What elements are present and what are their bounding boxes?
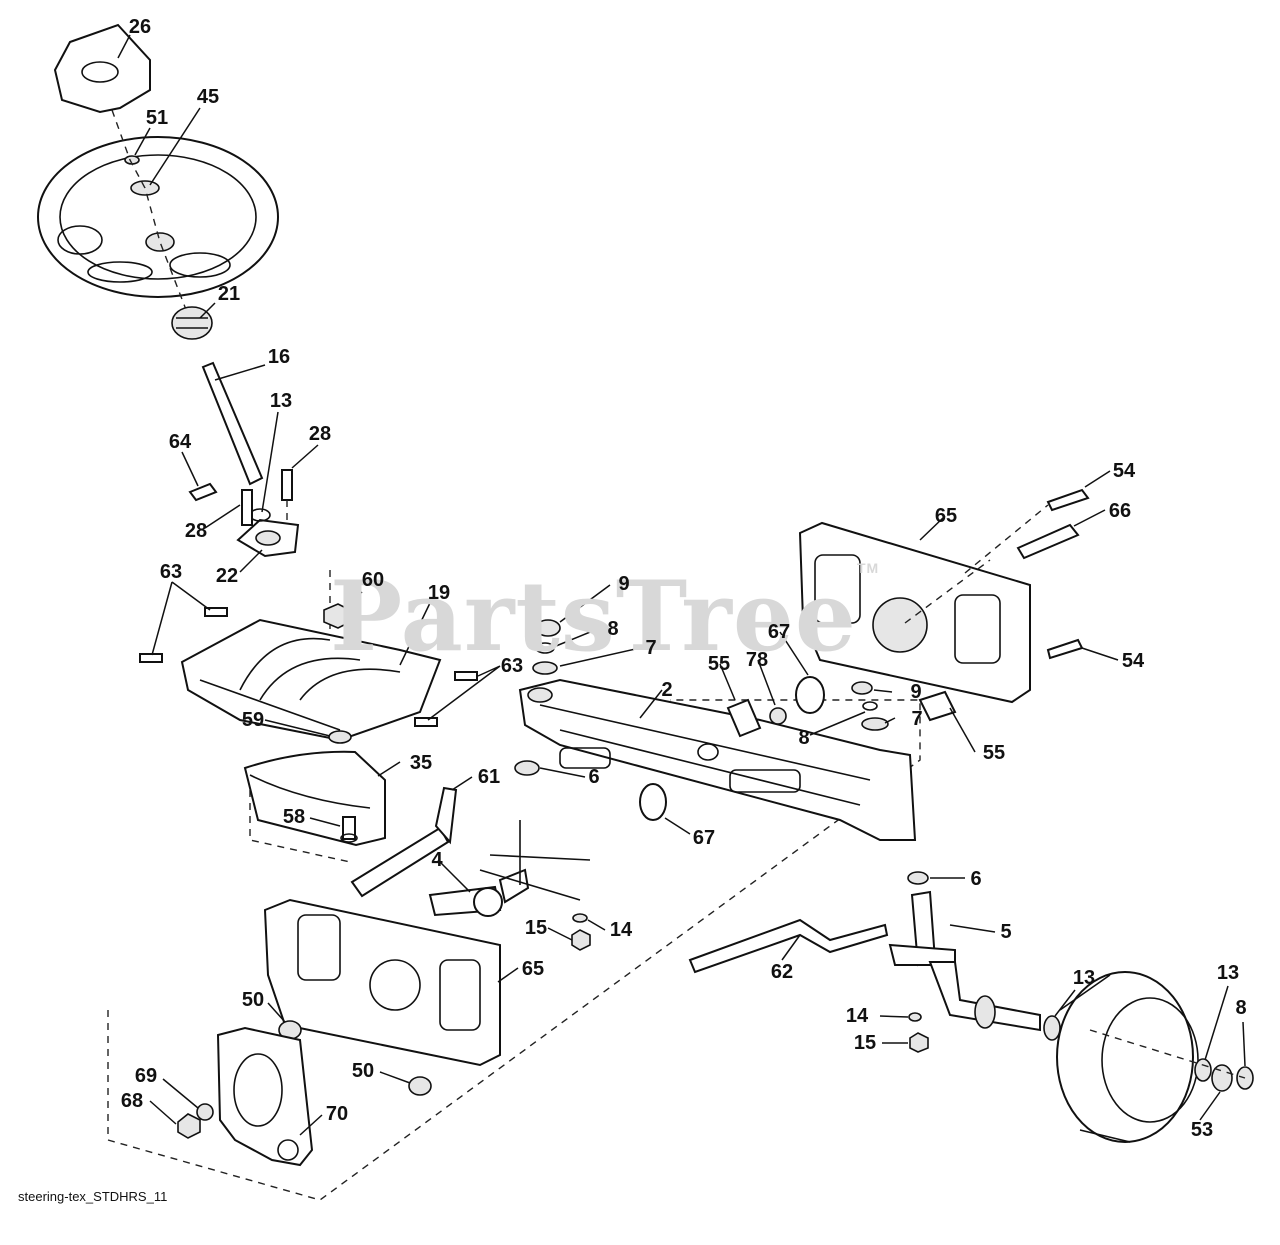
washer-7-right [861, 717, 889, 731]
steering-shaft-16 [201, 361, 264, 486]
washer-13 [1043, 1015, 1061, 1041]
nut-68 [177, 1113, 201, 1139]
callout-70[interactable]: 70 [325, 1103, 349, 1125]
callout-7-left[interactable]: 7 [645, 637, 657, 659]
callout-2[interactable]: 2 [661, 679, 673, 701]
steering-wheel-45 [37, 136, 279, 298]
ring-8-left [535, 642, 555, 654]
callout-7-right[interactable]: 7 [911, 708, 923, 730]
callout-59[interactable]: 59 [241, 709, 265, 731]
callout-45[interactable]: 45 [196, 86, 220, 108]
washer-6-right [907, 871, 929, 885]
washer-6-left [514, 760, 540, 776]
parts-tree-watermark: PartsTreeTM [330, 560, 879, 673]
callout-55-left[interactable]: 55 [707, 653, 731, 675]
bushing-55-right [918, 690, 957, 722]
callout-67-bottom[interactable]: 67 [692, 827, 716, 849]
pivot-67-bottom [639, 783, 667, 821]
callout-13-wheel[interactable]: 13 [1072, 967, 1096, 989]
callout-22[interactable]: 22 [215, 565, 239, 587]
mounting-plate-19 [180, 618, 442, 742]
callout-58[interactable]: 58 [282, 806, 306, 828]
callout-67-top[interactable]: 67 [767, 621, 791, 643]
callout-63-left[interactable]: 63 [159, 561, 183, 583]
steering-cap-26 [53, 23, 151, 114]
callout-28-top[interactable]: 28 [308, 423, 332, 445]
callout-65-right[interactable]: 65 [934, 505, 958, 527]
callout-14-left[interactable]: 14 [609, 919, 633, 941]
callout-9-left[interactable]: 9 [618, 573, 630, 595]
washer-7-left [532, 661, 558, 675]
drag-link-61 [350, 826, 450, 898]
callout-60[interactable]: 60 [361, 569, 385, 591]
nut-60 [323, 603, 351, 629]
callout-62[interactable]: 62 [770, 961, 794, 983]
callout-5[interactable]: 5 [1000, 921, 1012, 943]
callout-16[interactable]: 16 [267, 346, 291, 368]
callout-50-top[interactable]: 50 [241, 989, 265, 1011]
pin-64 [188, 482, 218, 502]
cap-9-right [851, 681, 873, 695]
pivot-67-top [795, 676, 825, 714]
callout-6-left[interactable]: 6 [588, 766, 600, 788]
watermark-text: PartsTree [330, 560, 857, 673]
washer-69 [196, 1103, 214, 1121]
front-wheel [1056, 971, 1194, 1143]
bolt-54-top [1046, 488, 1090, 512]
bolt-58 [342, 816, 356, 840]
nut-15-left [571, 929, 591, 951]
frame-panel-65-left [263, 898, 501, 1067]
assembly-outline [107, 699, 921, 1201]
callout-35[interactable]: 35 [409, 752, 433, 774]
spacer-78 [769, 707, 787, 725]
callout-21[interactable]: 21 [217, 283, 241, 305]
callout-15-left[interactable]: 15 [524, 917, 548, 939]
bolt-66 [1016, 523, 1080, 560]
bolt-54-bottom [1046, 638, 1084, 660]
callout-78[interactable]: 78 [745, 649, 769, 671]
callout-26[interactable]: 26 [128, 16, 152, 38]
callout-6-right[interactable]: 6 [970, 868, 982, 890]
callout-54-bottom[interactable]: 54 [1121, 650, 1145, 672]
washer-53 [1211, 1064, 1233, 1092]
ring-8-right [862, 701, 878, 711]
bushing-55-left [726, 698, 762, 738]
callout-8-hub[interactable]: 8 [1235, 997, 1247, 1019]
callout-63-right[interactable]: 63 [500, 655, 524, 677]
callout-68[interactable]: 68 [120, 1090, 144, 1112]
callout-8-left[interactable]: 8 [607, 618, 619, 640]
callout-51[interactable]: 51 [145, 107, 169, 129]
nut-15-right [909, 1032, 929, 1053]
callout-69[interactable]: 69 [134, 1065, 158, 1087]
watermark-mark: TM [856, 560, 880, 576]
callout-15-right[interactable]: 15 [853, 1032, 877, 1054]
callout-61[interactable]: 61 [477, 766, 501, 788]
callout-19[interactable]: 19 [427, 582, 451, 604]
callout-54-top[interactable]: 54 [1112, 460, 1136, 482]
washer-59 [328, 730, 352, 744]
callout-64[interactable]: 64 [168, 431, 192, 453]
diagram-caption: steering-tex_STDHRS_11 [18, 1189, 168, 1204]
callout-66[interactable]: 66 [1108, 500, 1132, 522]
callout-8-right[interactable]: 8 [798, 727, 810, 749]
callout-13-hub[interactable]: 13 [1216, 962, 1240, 984]
cap-9-left [535, 619, 561, 637]
tie-rod-62 [688, 918, 889, 974]
callout-9-right[interactable]: 9 [910, 681, 922, 703]
washer-50-b [408, 1076, 432, 1096]
callout-53[interactable]: 53 [1190, 1119, 1214, 1141]
front-axle-2 [518, 678, 917, 841]
callout-55-right[interactable]: 55 [982, 742, 1006, 764]
callout-65-left[interactable]: 65 [521, 958, 545, 980]
callout-4[interactable]: 4 [431, 849, 443, 871]
callout-28-left[interactable]: 28 [184, 520, 208, 542]
callout-50-bottom[interactable]: 50 [351, 1060, 375, 1082]
plate-70 [216, 1026, 314, 1167]
callout-13-column[interactable]: 13 [269, 390, 293, 412]
callout-14-right[interactable]: 14 [845, 1005, 869, 1027]
